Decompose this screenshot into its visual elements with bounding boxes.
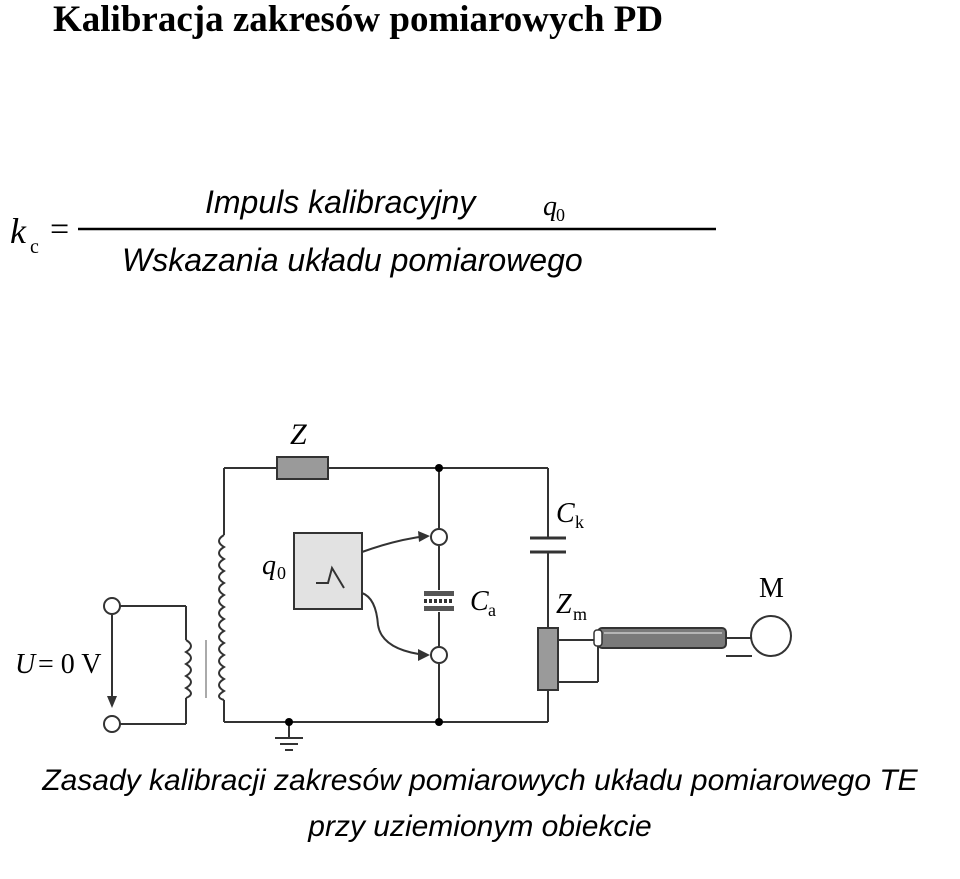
formula-denominator: Wskazania układu pomiarowego: [122, 242, 583, 278]
measuring-instrument-m: [750, 615, 792, 657]
measuring-impedance-zm: [537, 627, 559, 691]
source-terminal-bottom: [103, 715, 121, 733]
transformer-secondary-coil: [218, 534, 226, 701]
label-u-value: = 0 V: [38, 649, 102, 680]
label-m: M: [759, 573, 784, 604]
label-ca-sub: a: [488, 600, 496, 620]
ca-terminal-top: [430, 528, 448, 546]
coaxial-cable: [597, 627, 727, 649]
voltage-arrow-head: [107, 696, 117, 708]
label-ck: C: [556, 498, 575, 529]
label-q0: q: [262, 550, 276, 581]
impedance-z: [276, 456, 329, 480]
ca-terminal-bottom: [430, 646, 448, 664]
calibrator-box: [293, 532, 363, 610]
calibrator-arrow-bottom-head: [418, 649, 430, 661]
junction-dot: [285, 718, 293, 726]
junction-dot: [435, 718, 443, 726]
label-u: U: [15, 649, 37, 680]
calibration-formula: k c = Impuls kalibracyjny q 0 Wskazania …: [10, 184, 716, 278]
formula-lhs-symbol: k: [10, 211, 27, 251]
cable-end-left: [593, 629, 603, 647]
label-q0-sub: 0: [277, 563, 286, 583]
formula-equals: =: [50, 211, 69, 248]
label-zm: Z: [556, 589, 572, 620]
source-terminal-top: [103, 597, 121, 615]
caption-line-1: Zasady kalibracji zakresów pomiarowych u…: [42, 764, 918, 797]
calibrator-arrow-top-head: [418, 531, 430, 542]
label-ck-sub: k: [575, 512, 584, 532]
label-z: Z: [290, 418, 307, 451]
formula-numerator: Impuls kalibracyjny: [205, 184, 477, 220]
label-zm-sub: m: [573, 604, 587, 624]
transformer-primary-coil: [184, 639, 192, 699]
page-title: Kalibracja zakresów pomiarowych PD: [53, 0, 664, 40]
calibrator-arrow-top: [361, 535, 427, 553]
junction-dot: [435, 464, 443, 472]
label-ca: C: [470, 586, 489, 617]
formula-lhs-subscript: c: [30, 236, 39, 258]
calibrator-arrow-bottom: [361, 592, 427, 656]
ground-icon: [275, 737, 303, 751]
formula-numerator-symbol: q: [543, 191, 557, 222]
test-object-ca: [424, 591, 454, 611]
caption-line-2: przy uziemionym obiekcie: [308, 810, 652, 843]
calibrator-pulse-icon: [316, 565, 345, 589]
formula-numerator-subscript: 0: [556, 205, 565, 225]
